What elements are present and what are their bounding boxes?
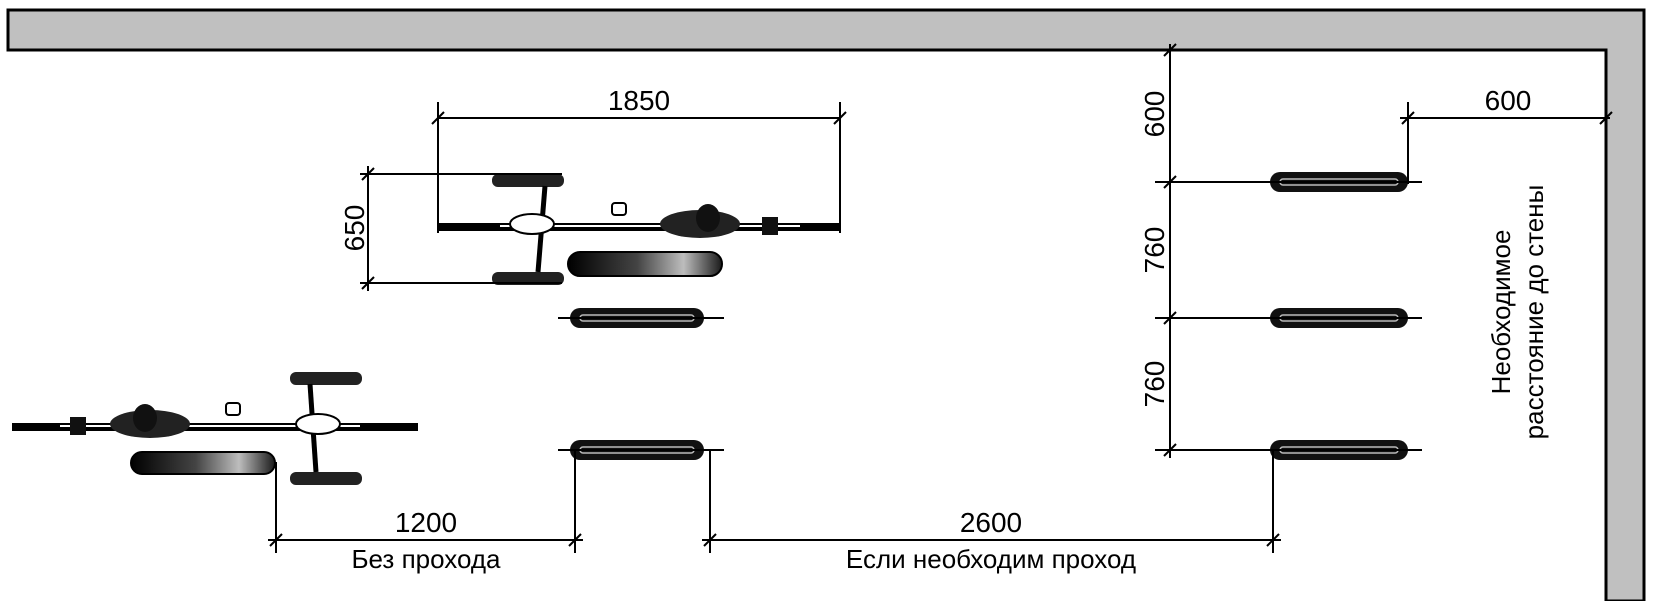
dim-label-600-wall: 600 bbox=[1485, 85, 1532, 116]
dimension-wall-distance: 600 bbox=[1400, 85, 1613, 184]
bicycle-top-icon bbox=[438, 174, 840, 285]
bicycle-bottom-icon bbox=[12, 372, 418, 485]
dim-tick bbox=[833, 111, 847, 125]
note-no-aisle: Без прохода bbox=[351, 544, 501, 574]
dim-label-2600: 2600 bbox=[960, 507, 1022, 538]
dim-tick bbox=[1163, 175, 1177, 189]
bike-handlebar-top bbox=[290, 372, 362, 385]
dim-tick bbox=[703, 533, 717, 547]
bike-seat-post bbox=[133, 404, 157, 432]
dim-tick bbox=[361, 167, 375, 181]
dimension-bike-length: 1850 bbox=[431, 85, 847, 233]
dim-label-760-first: 760 bbox=[1139, 227, 1170, 274]
bike-rear-hub bbox=[70, 417, 86, 435]
note-wall-line1: Необходимое bbox=[1486, 230, 1516, 395]
dim-tick bbox=[431, 111, 445, 125]
dim-tick bbox=[269, 533, 283, 547]
bike-headset bbox=[295, 413, 341, 435]
bike-wheel-shadow bbox=[130, 451, 276, 475]
bike-handlebar-bottom bbox=[492, 272, 564, 285]
bike-seat-post bbox=[696, 204, 720, 232]
dim-tick bbox=[568, 533, 582, 547]
wheel-right-2 bbox=[1250, 308, 1422, 328]
dimension-vertical-chain: 600 760 760 bbox=[1139, 43, 1254, 458]
bike-bell bbox=[611, 202, 627, 216]
wheel-right-1 bbox=[1250, 172, 1422, 192]
bike-handlebar-top bbox=[492, 174, 564, 187]
dimension-gap-with-aisle: 2600 Если необходим проход bbox=[702, 450, 1281, 574]
bike-rear-hub bbox=[762, 217, 778, 235]
dim-tick bbox=[1163, 43, 1177, 57]
dim-tick bbox=[1599, 111, 1613, 125]
note-wall-distance: Необходимое расстояние до стены bbox=[1486, 185, 1549, 440]
dim-label-650: 650 bbox=[339, 205, 370, 252]
dim-tick bbox=[1401, 111, 1415, 125]
wall bbox=[6, 8, 1646, 601]
dim-label-1200: 1200 bbox=[395, 507, 457, 538]
wheel-left-mid bbox=[558, 308, 724, 328]
dim-tick bbox=[1163, 311, 1177, 325]
dimension-bike-width: 650 bbox=[339, 166, 562, 291]
dim-label-760-second: 760 bbox=[1139, 361, 1170, 408]
dimension-gap-no-aisle: 1200 Без прохода bbox=[268, 450, 583, 574]
wheel-left-low bbox=[558, 440, 724, 460]
wall-fill bbox=[6, 8, 1646, 601]
dim-tick bbox=[1266, 533, 1280, 547]
bike-handlebar-bottom bbox=[290, 472, 362, 485]
bike-bell bbox=[225, 402, 241, 416]
dim-tick bbox=[1163, 443, 1177, 457]
bike-wheel-shadow bbox=[567, 251, 723, 277]
note-with-aisle: Если необходим проход bbox=[846, 544, 1136, 574]
dim-tick bbox=[361, 276, 375, 290]
bike-headset bbox=[509, 213, 555, 235]
wheel-right-3 bbox=[1250, 440, 1422, 460]
dim-label-600-top: 600 bbox=[1139, 91, 1170, 138]
dim-label-1850: 1850 bbox=[608, 85, 670, 116]
note-wall-line2: расстояние до стены bbox=[1519, 185, 1549, 440]
